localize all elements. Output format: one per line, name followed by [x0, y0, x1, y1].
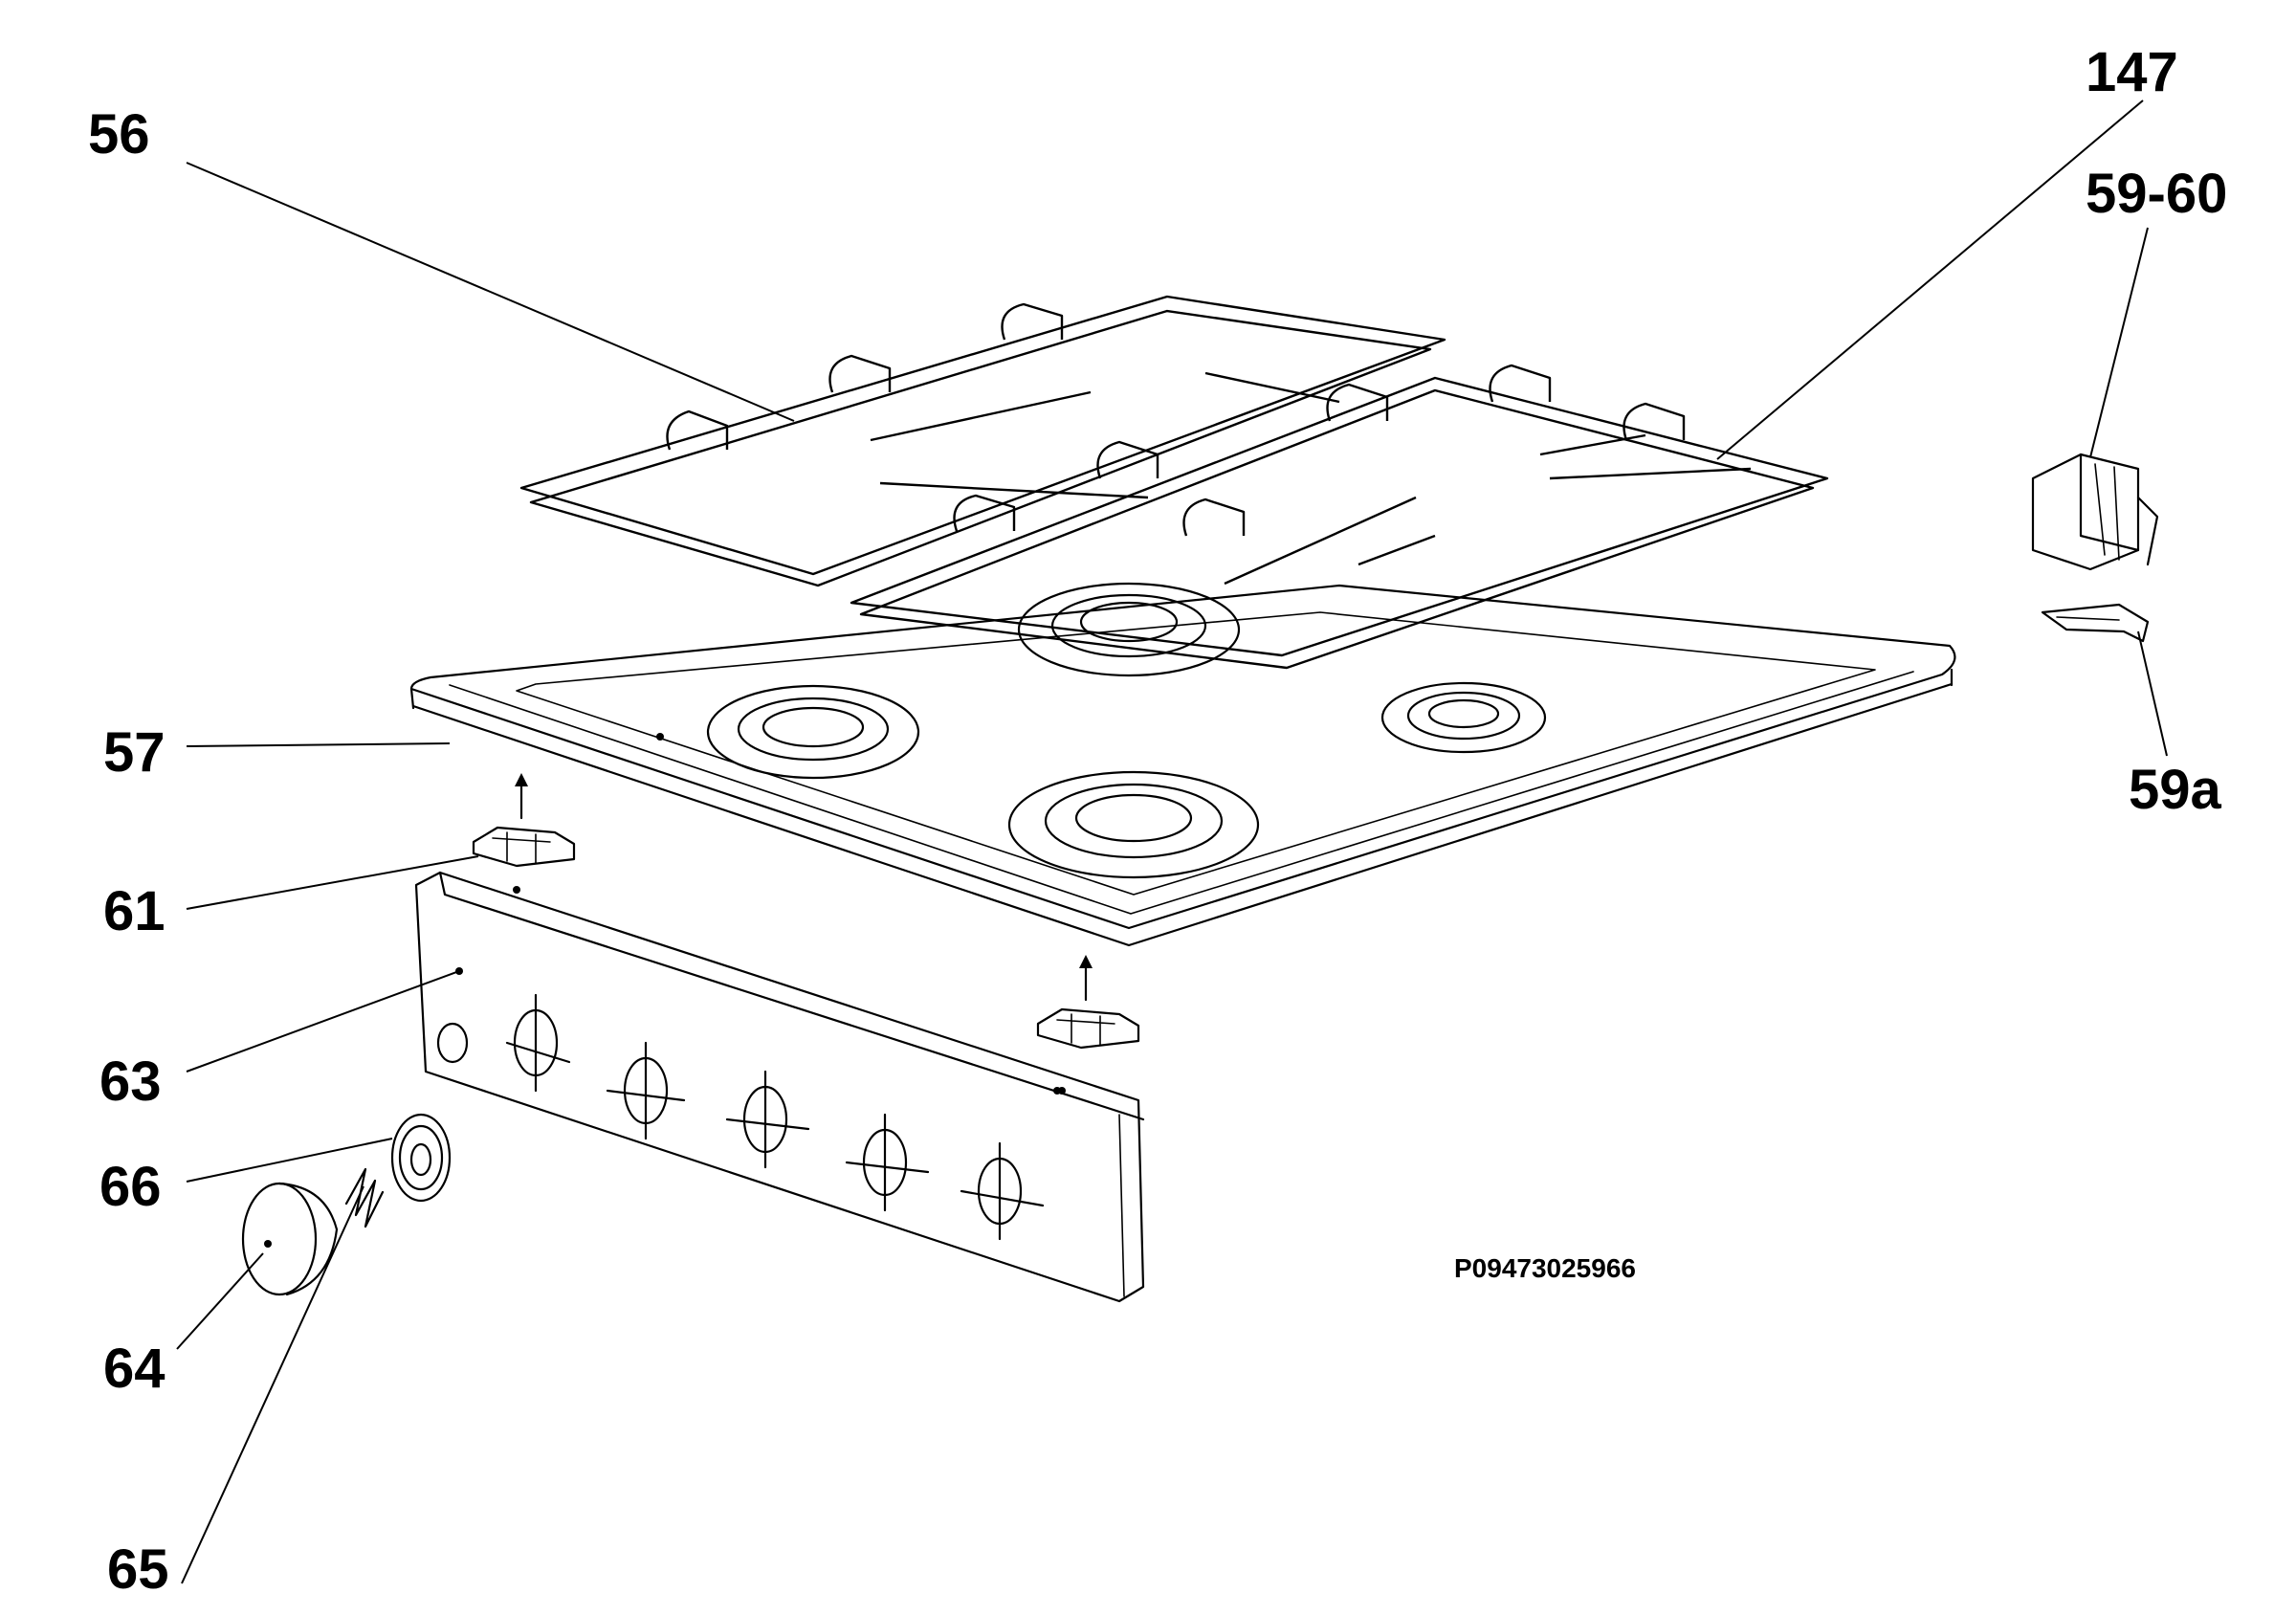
- label-66: 66: [99, 1156, 162, 1218]
- hob-top-panel: [409, 584, 1956, 1095]
- label-56: 56: [88, 103, 150, 166]
- leader-61: [186, 855, 479, 910]
- leader-5960: [2089, 227, 2149, 458]
- reference-code: P09473025966: [1454, 1253, 1636, 1283]
- control-panel: [414, 871, 1145, 1303]
- label-61: 61: [103, 880, 166, 942]
- leader-66: [186, 1138, 393, 1183]
- knob-symbol-2: [606, 1041, 686, 1140]
- burner-back-center: [1017, 582, 1241, 677]
- part-labels: 56 57 61 63 66 64 65 147 59-60 59a P0947…: [88, 41, 2227, 1601]
- label-64: 64: [103, 1338, 166, 1400]
- clip-right: [1036, 955, 1140, 1050]
- leader-57: [186, 742, 451, 747]
- bracket-59a: [2041, 603, 2150, 643]
- label-57: 57: [103, 721, 166, 784]
- leader-56: [186, 162, 795, 422]
- burner-front-center: [1007, 770, 1260, 879]
- clip-left: [472, 773, 576, 868]
- thermocouple-block: [2031, 453, 2159, 571]
- burner-right: [1380, 681, 1547, 754]
- label-63: 63: [99, 1051, 162, 1113]
- leader-147: [1716, 100, 2144, 460]
- leader-59a: [2137, 631, 2168, 757]
- label-59a: 59a: [2129, 759, 2222, 821]
- knob-symbol-5: [960, 1141, 1045, 1241]
- label-147: 147: [2086, 41, 2178, 103]
- leader-64: [176, 1252, 264, 1350]
- pan-support-left: [519, 295, 1446, 587]
- leader-63: [186, 970, 460, 1073]
- pan-support-right: [850, 364, 1829, 670]
- label-59-60: 59-60: [2086, 163, 2227, 225]
- knob-symbol-4: [845, 1113, 930, 1212]
- knob-symbol-1: [505, 993, 571, 1093]
- burner-front-left: [706, 684, 920, 780]
- knob-symbol-3: [725, 1070, 810, 1169]
- leader-lines: [176, 100, 2168, 1584]
- leader-65: [181, 1185, 364, 1584]
- label-65: 65: [107, 1538, 169, 1601]
- knob-spring: [344, 1167, 385, 1228]
- knob: [241, 1182, 339, 1296]
- knob-bezel: [390, 1113, 452, 1203]
